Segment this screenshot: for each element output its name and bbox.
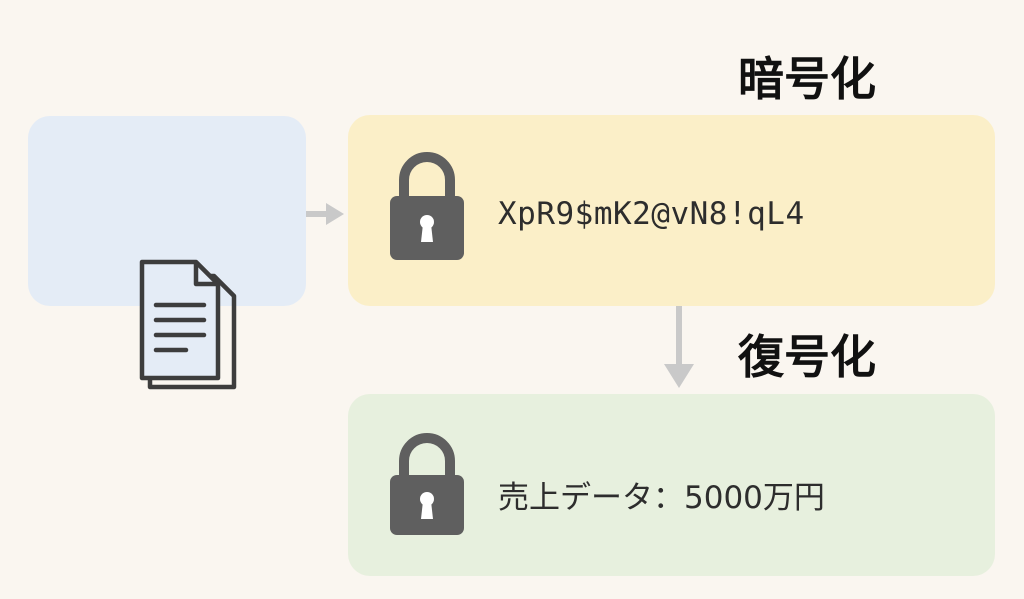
source-document-box [28, 116, 306, 390]
lock-icon [390, 433, 464, 535]
decryption-heading: 復号化 [738, 330, 876, 384]
ciphertext: XpR9$mK2@vN8!qL4 [498, 196, 805, 232]
arrow-down-icon [664, 306, 694, 388]
plaintext: 売上データ：5000万円 [498, 480, 825, 516]
lock-icon [390, 152, 464, 260]
encryption-heading: 暗号化 [738, 52, 876, 106]
document-icon [139, 259, 237, 390]
arrow-right-icon [306, 203, 344, 225]
